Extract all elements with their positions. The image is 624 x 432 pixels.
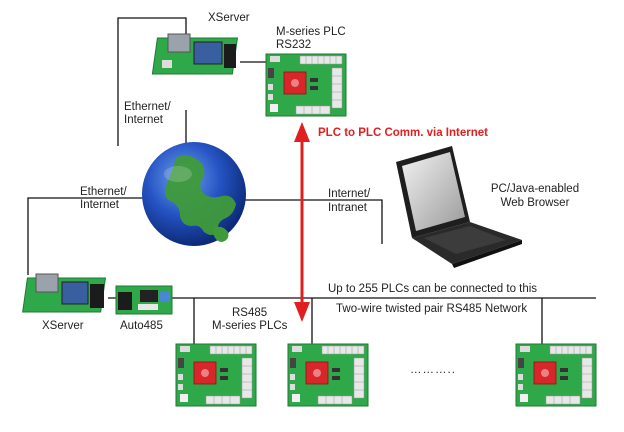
ethernet-top-label-line2: Internet [124,114,163,126]
plc-top-label-line1: M-series PLC [276,26,346,38]
laptop-icon [396,146,522,268]
plc-board-icon [287,343,369,407]
globe-icon [142,142,246,246]
xserver-device-icon [151,33,239,75]
ellipsis-label: ……….. [410,364,456,376]
plc-board-icon [175,343,257,407]
internet-intranet-label-line1: Internet/ [328,188,371,200]
plc-comm-label: PLC to PLC Comm. via Internet [318,127,488,139]
auto485-label: Auto485 [120,320,163,332]
ethernet-left-label-line2: Internet [80,199,119,211]
xserver-bottom-label: XServer [42,320,84,332]
rs485-label-line2: M-series PLCs [212,320,288,332]
xserver-top-label: XServer [208,12,250,24]
xserver-device-icon [22,273,107,313]
network-label-line1: Up to 255 PLCs can be connected to this [328,283,538,295]
ethernet-top-label-line1: Ethernet/ [124,101,171,113]
pc-browser-label-line2: Web Browser [500,197,570,209]
wires [27,17,596,348]
plc-top-label-line2: RS232 [276,39,312,51]
plc-to-plc-arrow [294,122,310,322]
internet-intranet-label-line2: Intranet [328,202,367,214]
ethernet-left-label-line1: Ethernet/ [80,186,127,198]
network-label-line2: Two-wire twisted pair RS485 Network [336,303,528,315]
rs485-label-line1: RS485 [232,307,268,319]
plc-board-icon [265,53,347,117]
pc-browser-label-line1: PC/Java-enabled [490,183,580,195]
plc-board-icon [515,343,597,407]
auto485-adapter-icon [115,285,173,315]
